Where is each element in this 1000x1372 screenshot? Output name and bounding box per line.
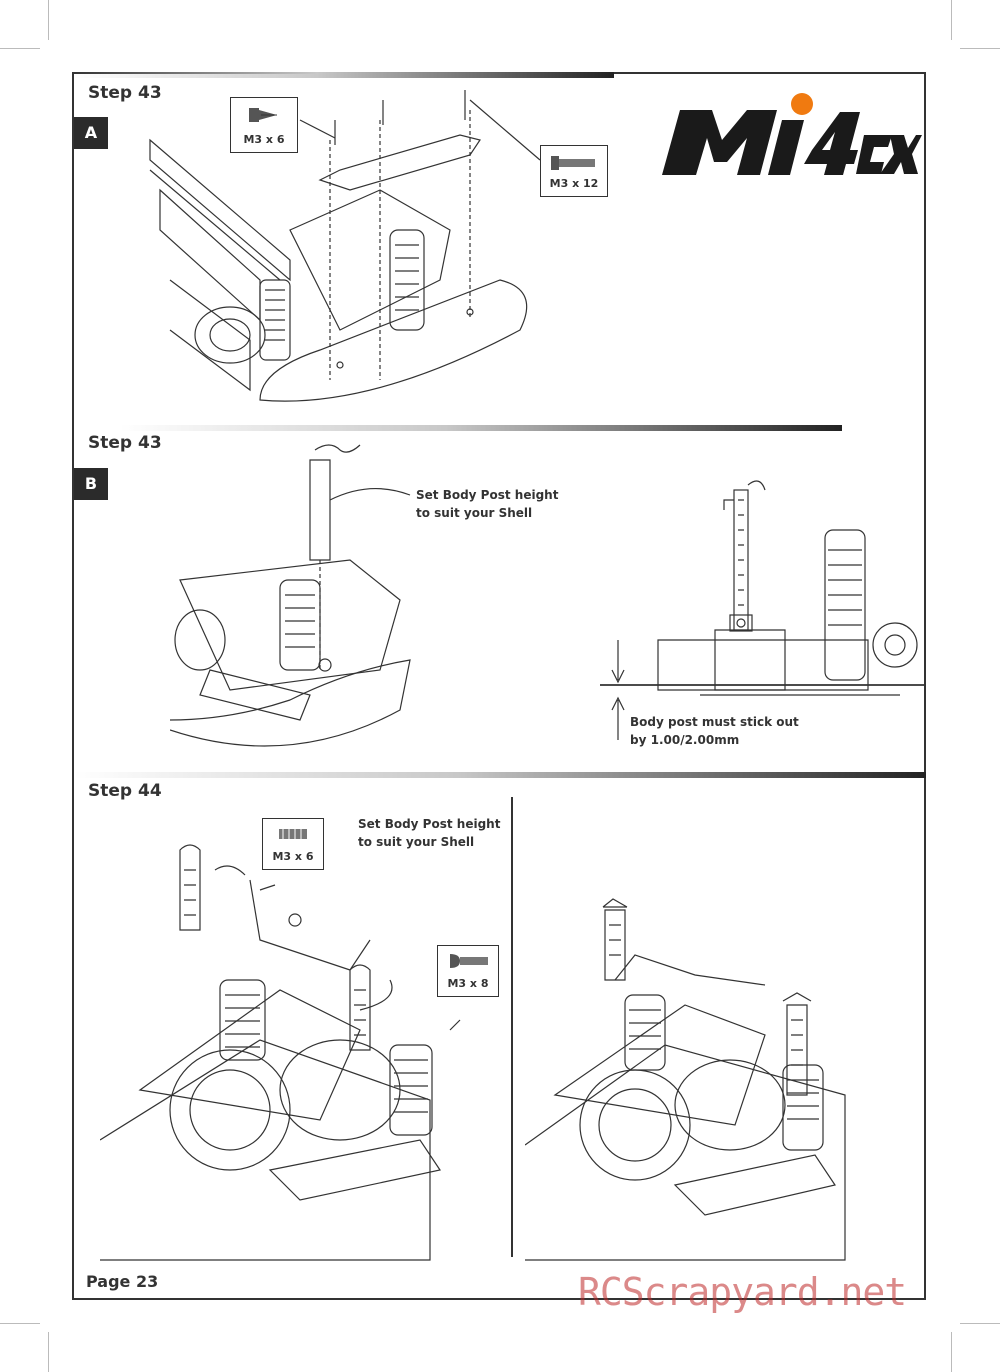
panel-divider	[511, 797, 513, 1257]
chassis-illustration	[100, 844, 461, 1261]
step-rule	[74, 772, 926, 778]
page-number: Page 23	[86, 1272, 159, 1291]
sub-step-badge: A	[74, 117, 108, 149]
crop-mark	[960, 1323, 1000, 1324]
step-label: Step 43	[88, 83, 162, 103]
crop-mark	[0, 1323, 40, 1324]
chassis-illustration	[170, 444, 411, 747]
brand-logo	[652, 90, 922, 185]
crop-mark	[48, 0, 49, 40]
step-rule	[120, 425, 842, 431]
step-label: Step 44	[88, 781, 162, 801]
screw-callout: M3 x 8	[437, 945, 499, 997]
screw-callout: M3 x 12	[540, 145, 608, 197]
crop-mark	[960, 48, 1000, 49]
crop-mark	[48, 1332, 49, 1372]
body-post-detail	[600, 480, 926, 740]
crop-mark	[0, 48, 40, 49]
instruction-note: Set Body Post height to suit your Shell	[358, 817, 501, 849]
crop-mark	[951, 0, 952, 40]
instruction-note: Set Body Post height to suit your Shell	[416, 488, 559, 520]
chassis-illustration	[149, 90, 541, 402]
sub-step-badge: B	[74, 468, 108, 500]
crop-mark	[951, 1332, 952, 1372]
screw-callout: M3 x 6	[230, 97, 298, 153]
screw-callout: M3 x 6	[262, 818, 324, 870]
step-rule	[74, 72, 614, 78]
step-label: Step 43	[88, 433, 162, 453]
chassis-illustration-assembled	[525, 898, 846, 1261]
watermark: RCScrapyard.net	[578, 1270, 907, 1314]
instruction-note: Body post must stick out by 1.00/2.00mm	[630, 715, 799, 747]
